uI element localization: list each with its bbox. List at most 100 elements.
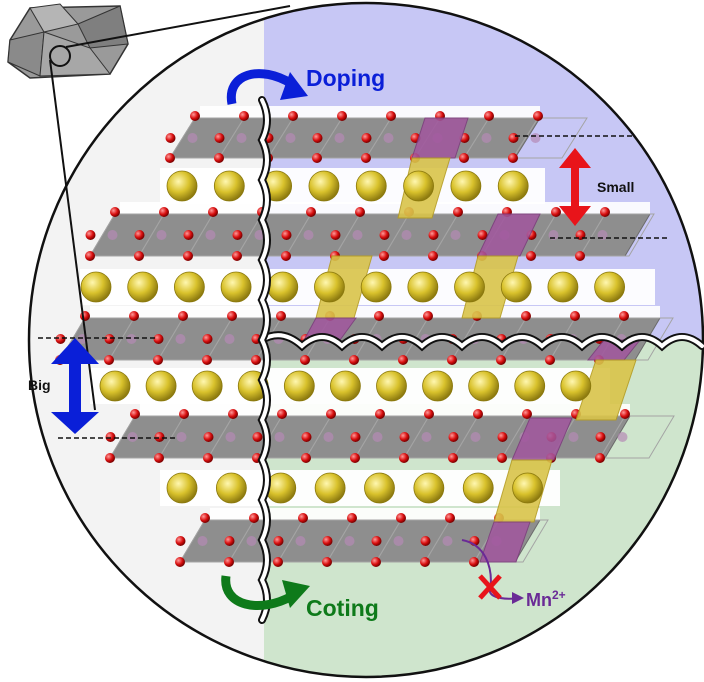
cation-sphere	[99, 370, 131, 402]
substituted-octahedron	[477, 213, 541, 257]
cation-sphere	[127, 271, 159, 303]
cation-sphere	[314, 271, 345, 303]
big-spacing-double-headed-arrow-icon	[51, 338, 99, 434]
transition-metal-ion	[323, 432, 334, 442]
oxygen-ion	[423, 311, 433, 321]
oxygen-ion	[227, 311, 237, 321]
transition-metal-ion	[450, 230, 461, 240]
oxygen-ion	[183, 251, 193, 261]
oxygen-ion	[445, 513, 455, 523]
cation-sphere	[450, 170, 482, 202]
transition-metal-ion	[126, 334, 137, 344]
substituted-octahedron	[411, 117, 469, 159]
oxygen-ion	[337, 111, 347, 121]
oxygen-ion	[448, 432, 459, 442]
big-spacing-label: Big	[28, 377, 51, 393]
coating-arrowhead	[282, 580, 310, 608]
oxygen-ion	[350, 432, 361, 442]
cation-sphere	[360, 271, 392, 303]
slab-top-band	[210, 508, 540, 520]
oxygen-ion	[203, 453, 213, 463]
transition-metal-ion	[224, 334, 235, 344]
oxygen-ion	[200, 513, 210, 523]
transition-metal-ion	[274, 432, 285, 442]
coating-curved-arrow-icon	[221, 575, 295, 611]
oxygen-ion	[175, 557, 185, 567]
cation-sphere	[413, 472, 445, 504]
slab-top-band	[140, 404, 630, 416]
cation-sphere	[454, 271, 485, 303]
spacing-guides	[38, 135, 668, 439]
octahedron-facet	[579, 213, 655, 257]
oxygen-ion	[273, 536, 284, 546]
oxygen-ion	[175, 536, 186, 546]
oxygen-ion	[306, 207, 316, 217]
oxygen-ion	[379, 230, 390, 240]
oxygen-ion	[110, 207, 120, 217]
transition-metal-ion	[393, 536, 404, 546]
oxygen-ion	[473, 409, 483, 419]
oxygen-ion	[277, 409, 287, 419]
cation-sphere	[376, 370, 407, 402]
oxygen-ion	[399, 432, 410, 442]
oxygen-ion	[134, 230, 145, 240]
magnifier-outline	[27, 1, 704, 679]
oxygen-ion	[469, 557, 479, 567]
oxygen-ion	[371, 536, 382, 546]
transition-metal-ion	[344, 536, 355, 546]
transition-metal-ion	[334, 133, 345, 143]
magnifier-lens-icon	[49, 45, 71, 67]
oxygen-ion	[154, 453, 164, 463]
cation-sphere	[191, 370, 223, 402]
oxygen-ion	[276, 311, 286, 321]
oxygen-ion	[508, 153, 518, 163]
oxygen-ion	[424, 409, 434, 419]
transition-metal-ion	[246, 536, 257, 546]
oxygen-ion	[105, 432, 116, 442]
transition-metal-ion	[372, 432, 383, 442]
octahedral-slab	[89, 213, 651, 257]
cation-sphere	[308, 170, 340, 202]
cation-sphere	[500, 271, 532, 303]
transition-metal-ion	[176, 432, 187, 442]
oxygen-ion	[386, 111, 396, 121]
oxygen-ion	[249, 513, 259, 523]
oxygen-ion	[347, 513, 357, 523]
oxygen-ion	[301, 432, 312, 442]
oxygen-ion	[484, 111, 494, 121]
oxygen-ion	[420, 557, 430, 567]
crystal-particle-icon	[7, 3, 129, 79]
cation-sphere	[213, 170, 245, 202]
oxygen-ion	[453, 207, 463, 217]
oxygen-ion	[428, 251, 438, 261]
oxygen-ion	[379, 251, 389, 261]
cation-sphere	[403, 170, 434, 202]
oxygen-ion	[85, 251, 95, 261]
cation-sphere	[547, 271, 579, 303]
oxygen-ion	[477, 230, 488, 240]
horizontal-crack-inner	[260, 333, 704, 349]
oxygen-ion	[202, 355, 212, 365]
oxygen-ion	[399, 453, 409, 463]
transition-metal-ion	[617, 432, 628, 442]
oxygen-ion	[322, 536, 333, 546]
transition-metal-ion	[568, 432, 579, 442]
oxygen-ion	[273, 557, 283, 567]
oxygen-ion	[232, 230, 243, 240]
oxygen-ion	[570, 311, 580, 321]
cation-sphere	[355, 170, 387, 202]
oxygen-ion	[105, 453, 115, 463]
substituted-octahedron	[479, 521, 531, 563]
cation-sphere	[422, 370, 453, 402]
cation-sphere	[215, 472, 247, 504]
oxygen-ion	[130, 409, 140, 419]
transition-metal-ion	[205, 230, 216, 240]
oxygen-ion	[129, 311, 139, 321]
oxygen-ion	[214, 153, 224, 163]
oxygen-ion	[178, 311, 188, 321]
oxygen-ion	[459, 153, 469, 163]
small-spacing-label: Small	[597, 179, 634, 195]
slab-top-band	[120, 202, 650, 214]
oxygen-ion	[300, 355, 310, 365]
